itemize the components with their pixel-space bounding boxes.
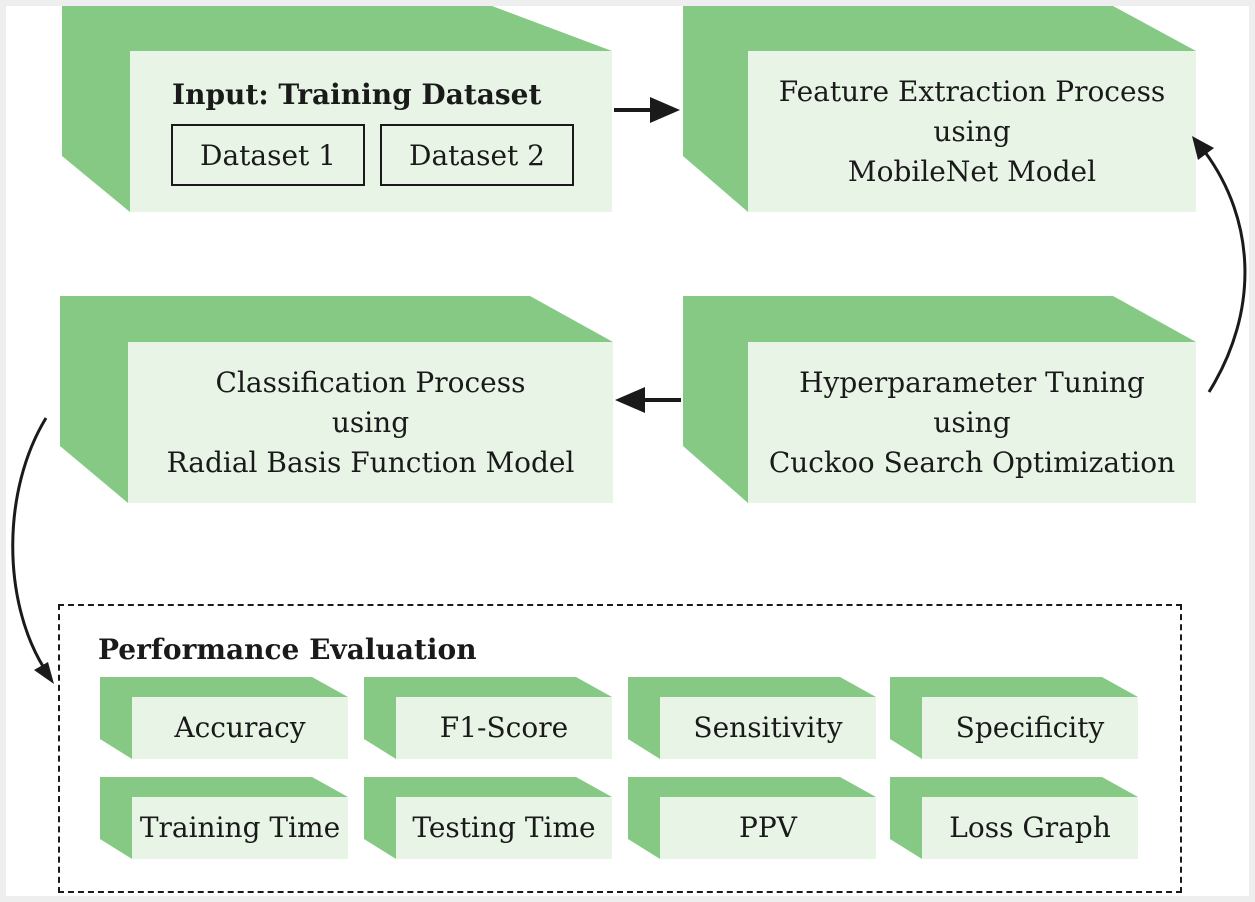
metric-accuracy: Accuracy [100, 677, 348, 759]
metric-training-time: Training Time [100, 777, 348, 859]
metric-sensitivity-label: Sensitivity [693, 711, 843, 744]
metric-testing-time-face: Testing Time [396, 797, 612, 859]
feature-extraction-line-1: Feature Extraction Process [778, 74, 1166, 108]
metric-training-time-face: Training Time [132, 797, 348, 859]
metric-specificity-label: Specificity [955, 711, 1105, 744]
dataset-2-box: Dataset 2 [380, 124, 574, 186]
hyperparameter-line-3: Cuckoo Search Optimization [768, 445, 1176, 479]
input-title: Input: Training Dataset [172, 78, 542, 111]
metric-ppv-label: PPV [739, 811, 797, 844]
feature-extraction-block-face: Feature Extraction Process using MobileN… [748, 51, 1196, 212]
classification-line-1: Classification Process [215, 365, 526, 399]
metric-ppv-face: PPV [660, 797, 876, 859]
metric-f1-score-face: F1-Score [396, 697, 612, 759]
metric-loss-graph-label: Loss Graph [949, 811, 1111, 844]
metric-loss-graph: Loss Graph [890, 777, 1138, 859]
hyperparameter-block: Hyperparameter Tuning using Cuckoo Searc… [683, 296, 1196, 503]
metric-testing-time-label: Testing Time [412, 811, 596, 844]
feature-extraction-line-3: MobileNet Model [847, 154, 1097, 188]
metric-sensitivity: Sensitivity [628, 677, 876, 759]
metric-f1-score-label: F1-Score [439, 711, 569, 744]
metric-accuracy-label: Accuracy [174, 711, 306, 744]
feature-extraction-line-2: using [933, 114, 1011, 148]
performance-title: Performance Evaluation [98, 633, 477, 666]
metric-accuracy-face: Accuracy [132, 697, 348, 759]
classification-line-2: using [331, 405, 410, 439]
performance-evaluation-box [58, 604, 1182, 893]
classification-line-3: Radial Basis Function Model [166, 445, 575, 479]
metric-f1-score: F1-Score [364, 677, 612, 759]
hyperparameter-line-1: Hyperparameter Tuning [799, 365, 1145, 399]
hyperparameter-line-2: using [933, 405, 1011, 439]
classification-block: Classification Process using Radial Basi… [60, 296, 613, 503]
metric-ppv: PPV [628, 777, 876, 859]
metric-sensitivity-face: Sensitivity [660, 697, 876, 759]
metric-loss-graph-face: Loss Graph [922, 797, 1138, 859]
feature-extraction-block: Feature Extraction Process using MobileN… [683, 6, 1196, 212]
metric-specificity-face: Specificity [922, 697, 1138, 759]
metric-specificity: Specificity [890, 677, 1138, 759]
hyperparameter-block-face: Hyperparameter Tuning using Cuckoo Searc… [748, 342, 1196, 503]
dataset-1-box: Dataset 1 [171, 124, 365, 186]
metric-training-time-label: Training Time [139, 811, 341, 844]
classification-block-face: Classification Process using Radial Basi… [128, 342, 613, 503]
metric-testing-time: Testing Time [364, 777, 612, 859]
